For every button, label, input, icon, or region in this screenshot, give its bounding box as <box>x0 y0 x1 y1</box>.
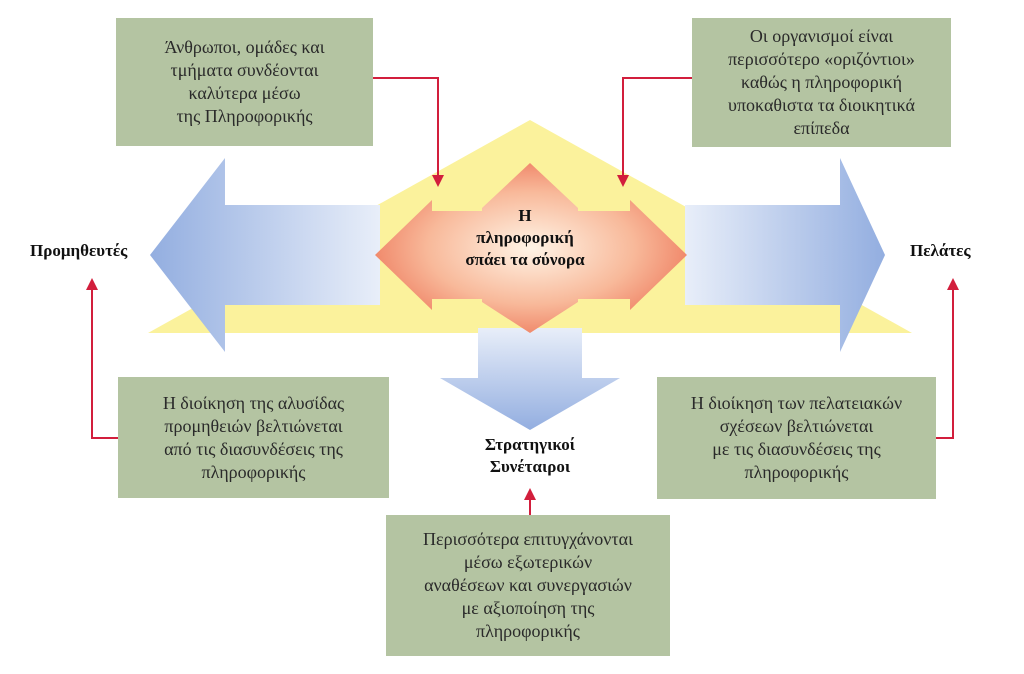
box-bottom-left-text: Η διοίκηση της αλυσίδας προμηθειών βελτι… <box>162 392 345 482</box>
box-top-right: Οι οργανισμοί είναι περισσότερο «οριζόντ… <box>692 18 951 147</box>
box-bottom-right: Η διοίκηση των πελατειακών σχέσεων βελτι… <box>657 377 936 499</box>
box-bottom-right-text: Η διοίκηση των πελατειακών σχέσεων βελτι… <box>690 393 903 482</box>
suppliers-label: Προμηθευτές <box>30 241 128 260</box>
box-bottom-left: Η διοίκηση της αλυσίδας προμηθειών βελτι… <box>118 377 389 498</box>
box-top-left: Άνθρωποι, ομάδες και τμήματα συνδέονται … <box>116 18 373 146</box>
connector-top-left <box>373 77 444 187</box>
customers-label: Πελάτες <box>910 241 971 260</box>
down-arrow <box>440 328 620 430</box>
box-bottom-center-text: Περισσότερα επιτυγχάνονται μέσω εξωτερικ… <box>423 529 633 641</box>
box-top-left-text: Άνθρωποι, ομάδες και τμήματα συνδέονται … <box>164 37 325 126</box>
connector-top-right <box>617 77 692 187</box>
left-arrow <box>150 158 380 352</box>
box-bottom-center: Περισσότερα επιτυγχάνονται μέσω εξωτερικ… <box>386 515 670 656</box>
connector-bottom-right <box>936 278 959 439</box>
right-arrow <box>685 158 885 352</box>
center-label: Η πληροφορική σπάει τα σύνορα <box>465 206 585 269</box>
strategic-partners-label: Στρατηγικοί Συνέταιροι <box>484 435 576 476</box>
box-top-right-text: Οι οργανισμοί είναι περισσότερο «οριζόντ… <box>728 26 915 138</box>
center-four-way-arrow <box>375 163 687 333</box>
connector-bottom-left <box>86 278 118 439</box>
